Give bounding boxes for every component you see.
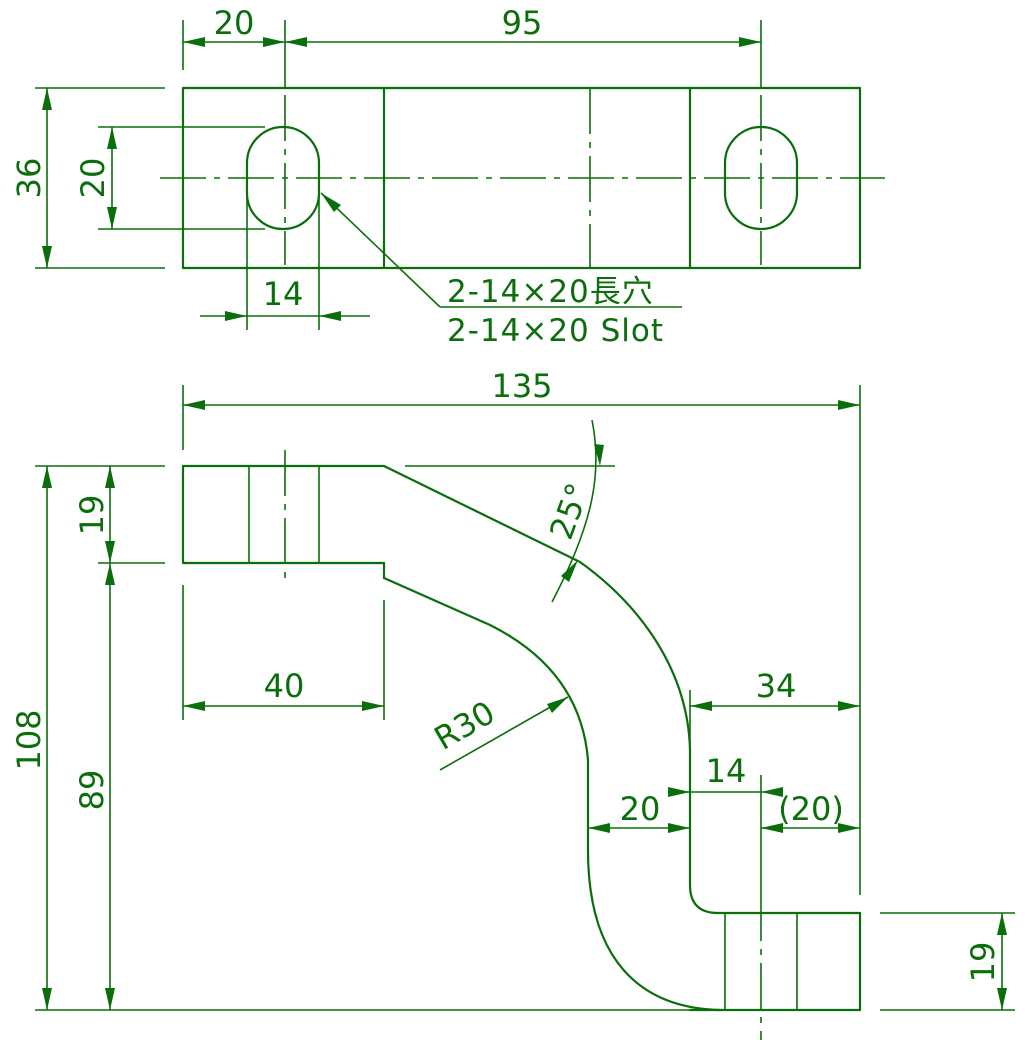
top-view: 20 95 36 20 14 2-14×20長穴 2-14×20 Slot bbox=[10, 4, 885, 349]
front-view: 135 108 19 89 40 25° R30 bbox=[10, 367, 1015, 1040]
top-flange bbox=[181, 464, 386, 565]
dim-19-right: 19 bbox=[964, 942, 1002, 983]
dim-20-top: 20 bbox=[214, 4, 255, 42]
slot-note-en: 2-14×20 Slot bbox=[447, 313, 664, 349]
r30-leader bbox=[439, 696, 569, 771]
dim-34: 34 bbox=[756, 667, 797, 705]
inner-contour bbox=[382, 576, 722, 1012]
slot-note-jp: 2-14×20長穴 bbox=[447, 274, 654, 310]
dim-20-lower: 20 bbox=[620, 790, 661, 828]
bottom-flange bbox=[688, 911, 862, 1012]
dim-20-slot: 20 bbox=[74, 158, 112, 199]
dim-36: 36 bbox=[10, 158, 48, 199]
slot-leader bbox=[320, 192, 441, 308]
dim-95: 95 bbox=[502, 4, 543, 42]
outer-contour bbox=[382, 464, 862, 915]
dim-89: 89 bbox=[73, 770, 111, 811]
dim-14: 14 bbox=[263, 275, 304, 313]
dim-14-lower: 14 bbox=[706, 752, 747, 790]
slot-left bbox=[245, 125, 321, 231]
dim-25deg: 25° bbox=[542, 478, 597, 544]
dim-135: 135 bbox=[491, 367, 552, 405]
dim-19-top: 19 bbox=[73, 495, 111, 536]
dim-r30: R30 bbox=[428, 693, 502, 757]
dim-40: 40 bbox=[264, 667, 305, 705]
dim-108: 108 bbox=[10, 709, 48, 770]
dim-20-ref: (20) bbox=[778, 790, 844, 828]
